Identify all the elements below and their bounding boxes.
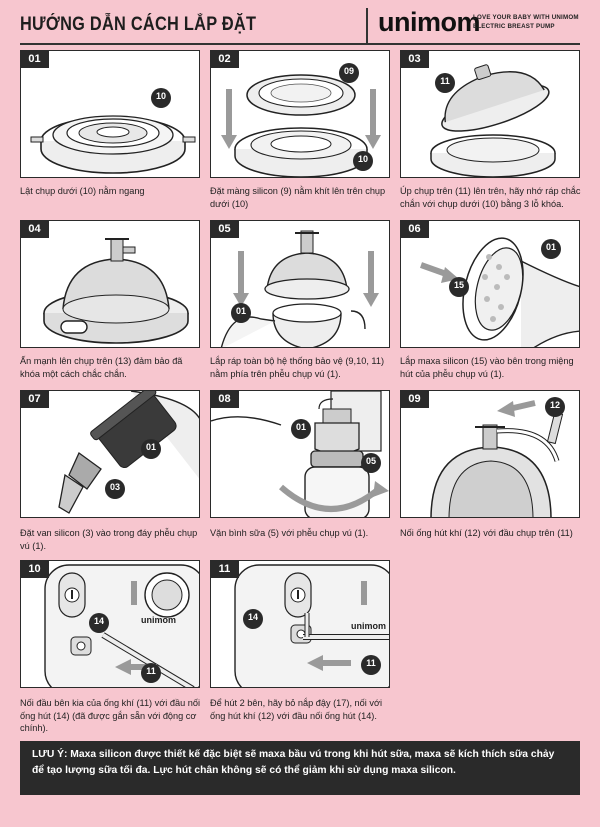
- lower-cup-illustration: [30, 115, 196, 174]
- step-panel-02: 02 09 10: [210, 50, 390, 178]
- step-caption-01: Lật chụp dưới (10) nằm ngang: [20, 186, 145, 196]
- warning-note: LƯU Ý: Maxa silicon được thiết kế đặc bi…: [20, 741, 580, 795]
- milk-bottle-illustration: [211, 391, 389, 517]
- header-divider: [366, 8, 368, 43]
- device-logo: unimom: [351, 621, 386, 631]
- step-number: 03: [401, 51, 429, 68]
- tagline-line-2: ELECTRIC BREAST PUMP: [473, 23, 555, 30]
- silicone-massager-illustration: [419, 237, 579, 347]
- step-panel-09: 09 12: [400, 390, 580, 518]
- step-number: 04: [21, 221, 49, 238]
- step-caption-06: Lắp maxa silicon (15) vào bên trong miện…: [400, 356, 574, 379]
- callout-label: 14: [247, 612, 258, 622]
- step-panel-06: 06 01 15: [400, 220, 580, 348]
- step-caption-02: Đặt màng silicon (9) nằm khít lên trên c…: [210, 186, 386, 209]
- step-caption-09: Nối ống hút khí (12) với đầu chụp trên (…: [400, 528, 573, 538]
- step-caption-04: Ấn mạnh lên chụp trên (13) đảm bảo đã kh…: [20, 356, 183, 379]
- step-caption-08: Vặn bình sữa (5) với phễu chụp vú (1).: [210, 528, 369, 538]
- step-number: 06: [401, 221, 429, 238]
- header: HƯỚNG DẪN CÁCH LẮP ĐẶT unimom LOVE YOUR …: [0, 0, 600, 45]
- upper-cup-illustration: [430, 64, 556, 177]
- callout-label: 05: [365, 456, 376, 466]
- callout-label: 01: [545, 242, 556, 252]
- step-number: 09: [401, 391, 429, 408]
- header-rule: [20, 43, 580, 45]
- step-number: 08: [211, 391, 239, 408]
- device-logo: unimom: [141, 615, 176, 625]
- page-title: HƯỚNG DẪN CÁCH LẮP ĐẶT: [20, 14, 257, 35]
- step-number: 02: [211, 51, 239, 68]
- step-number: 10: [21, 561, 49, 578]
- callout-label: 11: [366, 658, 376, 668]
- step-panel-03: 03 11: [400, 50, 580, 178]
- step-number: 11: [211, 561, 239, 578]
- step-panel-11: 11 unimom 14 11: [210, 560, 390, 688]
- callout-label: 01: [295, 422, 306, 432]
- callout-label: 10: [155, 91, 166, 101]
- step-panel-07: 07 01 03: [20, 390, 200, 518]
- callout-label: 14: [93, 616, 104, 626]
- motor-connection-illustration: [44, 564, 199, 687]
- step-panel-01: 01 10: [20, 50, 200, 178]
- brand-logo: unimom: [378, 7, 481, 37]
- assemble-protector-illustration: [220, 230, 379, 347]
- step-caption-11: Để hút 2 bên, hãy bỏ nắp đậy (17), nối v…: [210, 698, 383, 721]
- callout-label: 01: [235, 306, 246, 316]
- silicone-valve-illustration: [58, 391, 199, 514]
- brand-tagline: LOVE YOUR BABY WITH UNIMOM ELECTRIC BREA…: [473, 13, 579, 31]
- callout-label: 15: [453, 280, 464, 290]
- silicone-membrane-illustration: [221, 63, 381, 177]
- tagline-line-1: LOVE YOUR BABY WITH UNIMOM: [473, 14, 579, 21]
- air-tube-illustration: [430, 397, 565, 517]
- callout-label: 09: [343, 66, 354, 76]
- double-pump-connection-illustration: [234, 564, 389, 687]
- step-panel-08: 08 01 05: [210, 390, 390, 518]
- callout-label: 03: [109, 482, 120, 492]
- callout-label: 01: [145, 442, 156, 452]
- step-caption-03: Úp chụp trên (11) lên trên, hãy nhớ ráp …: [400, 186, 581, 209]
- callout-label: 11: [440, 76, 450, 86]
- callout-label: 11: [146, 666, 156, 676]
- step-caption-07: Đặt van silicon (3) vào trong đáy phễu c…: [20, 528, 198, 551]
- step-caption-05: Lắp ráp toàn bộ hệ thống bảo vệ (9,10, 1…: [210, 356, 385, 379]
- step-panel-10: 10 unimom 14 11: [20, 560, 200, 688]
- step-number: 05: [211, 221, 239, 238]
- step-panel-05: 05 01: [210, 220, 390, 348]
- press-upper-cup-illustration: [43, 238, 189, 344]
- step-caption-10: Nối đầu bên kia của ống khí (11) với đầu…: [20, 698, 201, 733]
- step-panel-04: 04: [20, 220, 200, 348]
- callout-label: 12: [549, 400, 560, 410]
- step-number: 01: [21, 51, 49, 68]
- step-number: 07: [21, 391, 49, 408]
- callout-label: 10: [357, 154, 368, 164]
